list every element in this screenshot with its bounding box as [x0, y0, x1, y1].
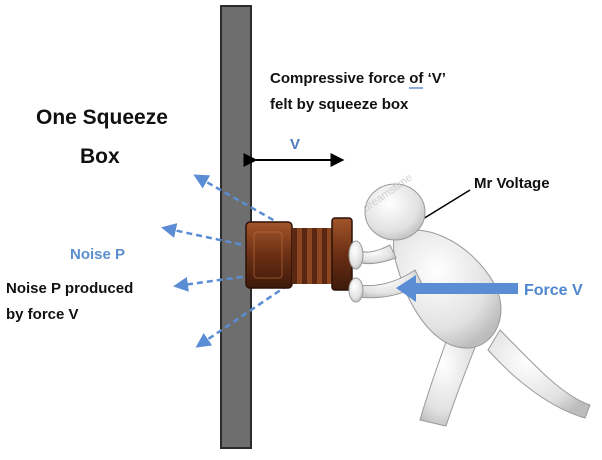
noise-description-line-1: Noise P produced	[6, 280, 134, 297]
noise-label: Noise P	[70, 246, 126, 263]
compressive-force-label-of: of	[409, 70, 424, 89]
noise-arrow-4	[195, 283, 289, 348]
compressive-force-label-post: ‘V’	[423, 70, 446, 87]
force-arrow	[396, 275, 518, 302]
mr-voltage-figure	[348, 183, 591, 427]
person-label: Mr Voltage	[474, 175, 550, 192]
force-label: Force V	[524, 282, 583, 299]
compressive-force-label-pre: Compressive force	[270, 70, 410, 87]
compressive-force-label-line-2: felt by squeeze box	[270, 96, 409, 113]
squeeze-box	[245, 217, 353, 291]
v-dimension-label: V	[290, 136, 301, 153]
bellows	[292, 228, 332, 284]
noise-description-line-2: by force V	[6, 306, 79, 323]
person-pointer-line	[417, 189, 471, 223]
title-line-2: Box	[80, 145, 120, 168]
noise-arrow-1	[193, 174, 283, 227]
compressive-force-label-line-1: Compressive force of ‘V’	[270, 70, 446, 89]
title-line-1: One Squeeze	[36, 106, 168, 129]
